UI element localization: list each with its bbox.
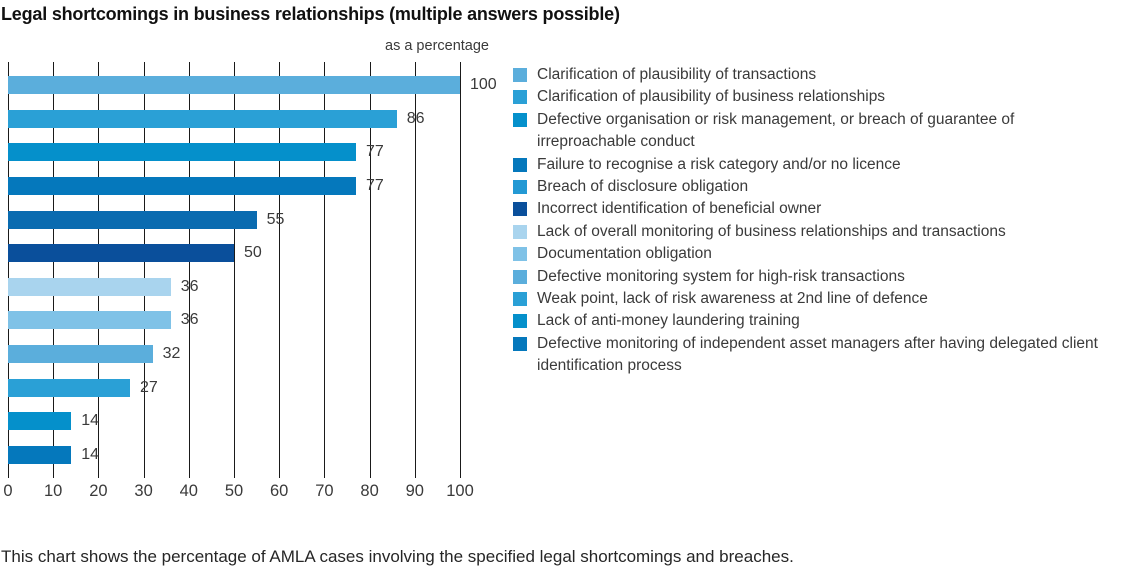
axis-unit-label: as a percentage — [385, 38, 489, 54]
bar-value-label: 77 — [366, 176, 384, 194]
legend-item-label: Defective monitoring of independent asse… — [537, 334, 1098, 375]
gridline-40 — [188, 62, 190, 478]
bar-value-label: 14 — [81, 412, 100, 430]
bar-value-label: 50 — [244, 244, 262, 262]
gridline-30 — [143, 62, 145, 478]
bar-value-label: 32 — [162, 345, 181, 363]
legend-swatch — [513, 336, 527, 351]
bar — [8, 446, 72, 465]
legend-swatch — [513, 314, 527, 329]
bar-value-label: 36 — [180, 277, 199, 295]
gridline-0 — [8, 62, 9, 478]
gridline-80 — [369, 62, 371, 478]
x-tick-label-80: 80 — [360, 482, 379, 500]
legend-swatch — [513, 180, 527, 195]
x-tick-label-40: 40 — [179, 482, 198, 500]
x-tick-label-70: 70 — [315, 482, 334, 500]
bar-value-label: 86 — [406, 109, 425, 127]
legend-item: Defective organisation or risk managemen… — [513, 109, 1119, 154]
legend-item-label: Incorrect identification of beneficial o… — [537, 200, 822, 218]
x-tick-label-0: 0 — [3, 482, 13, 500]
gridline-10 — [53, 62, 55, 478]
legend-item: Incorrect identification of beneficial o… — [513, 198, 1119, 220]
gridline-90 — [414, 62, 416, 478]
legend-item-label: Defective organisation or risk managemen… — [537, 110, 1015, 151]
legend-item-label: Lack of anti-money laundering training — [537, 312, 800, 330]
bar — [8, 210, 257, 229]
legend-item-label: Weak point, lack of risk awareness at 2n… — [537, 290, 928, 308]
legend-item-label: Breach of disclosure obligation — [537, 178, 749, 196]
bar — [8, 244, 234, 263]
gridline-50 — [234, 62, 235, 478]
bar-value-label: 36 — [180, 311, 199, 329]
bar — [8, 412, 72, 431]
bar — [8, 378, 131, 397]
bar — [8, 143, 357, 162]
chart-title: Legal shortcomings in business relations… — [1, 4, 620, 24]
legend-swatch — [513, 68, 527, 82]
legend-swatch — [513, 224, 527, 239]
legend: Clarification of plausibility of transac… — [513, 64, 1119, 378]
gridline-70 — [324, 62, 326, 478]
legend-item: Clarification of plausibility of transac… — [513, 64, 1119, 86]
bar — [8, 176, 357, 195]
legend-item: Clarification of plausibility of busines… — [513, 86, 1119, 108]
legend-swatch — [513, 269, 527, 284]
legend-swatch — [513, 292, 527, 307]
legend-swatch — [513, 157, 527, 172]
legend-swatch — [513, 202, 527, 217]
bar — [8, 76, 460, 94]
legend-item-label: Defective monitoring system for high-ris… — [537, 267, 905, 285]
legend-item-label: Lack of overall monitoring of business r… — [537, 222, 1006, 240]
legend-item: Weak point, lack of risk awareness at 2n… — [513, 288, 1119, 310]
bar — [8, 277, 171, 296]
x-axis: 0 10 20 30 40 50 60 70 80 90 100 — [3, 482, 473, 502]
legend-swatch — [513, 90, 527, 105]
legend-item: Lack of overall monitoring of business r… — [513, 221, 1119, 243]
gridline-20 — [98, 62, 100, 478]
legend-item: Documentation obligation — [513, 243, 1119, 265]
x-tick-label-30: 30 — [134, 482, 153, 500]
legend-item: Defective monitoring system for high-ris… — [513, 266, 1119, 288]
bar-value-label: 55 — [266, 210, 285, 228]
legend-item-label: Failure to recognise a risk category and… — [537, 155, 901, 173]
bar-value-label: 14 — [81, 446, 100, 464]
legend-item-label: Documentation obligation — [537, 245, 712, 263]
x-tick-label-100: 100 — [446, 482, 474, 500]
bar — [8, 345, 153, 364]
legend-item-label: Clarification of plausibility of transac… — [537, 66, 817, 83]
legend-swatch — [513, 247, 527, 262]
bar — [8, 109, 397, 128]
x-tick-label-20: 20 — [89, 482, 108, 500]
x-tick-label-60: 60 — [270, 482, 289, 500]
legend-item: Breach of disclosure obligation — [513, 176, 1119, 198]
chart-caption: This chart shows the percentage of AMLA … — [1, 547, 794, 566]
bar-value-label: 77 — [366, 143, 384, 161]
gridline-100 — [460, 62, 461, 478]
bar-value-label: 27 — [140, 378, 158, 396]
x-tick-label-50: 50 — [224, 482, 244, 500]
legend-item: Failure to recognise a risk category and… — [513, 154, 1119, 176]
x-tick-label-90: 90 — [405, 482, 424, 500]
bar — [8, 311, 171, 330]
x-tick-label-10: 10 — [44, 482, 63, 500]
legend-item: Lack of anti-money laundering training — [513, 310, 1119, 332]
bar-value-label: 100 — [470, 76, 497, 93]
legend-swatch — [513, 112, 527, 127]
legend-item: Defective monitoring of independent asse… — [513, 333, 1119, 378]
legend-item-label: Clarification of plausibility of busines… — [537, 88, 886, 106]
gridline-60 — [279, 62, 281, 478]
